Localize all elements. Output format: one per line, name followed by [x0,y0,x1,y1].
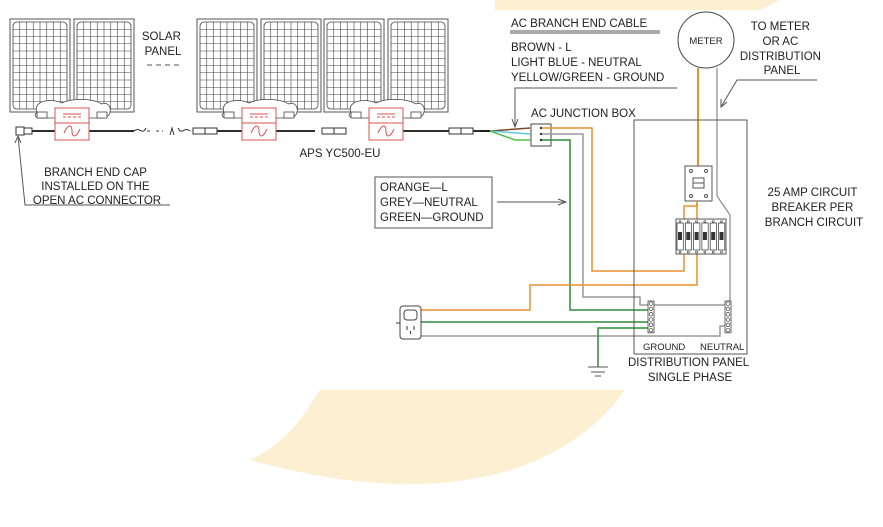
solar-panel-module [73,18,135,113]
circuit-breaker [684,220,692,254]
microinverter [221,98,298,141]
ac-junction-box-label: AC JUNCTION BOX [531,108,636,120]
circuit-breaker-bank [675,218,727,255]
solar-panel-module [387,18,449,113]
neutral-bus-bar [724,300,732,334]
solar-panel-module [196,18,258,113]
to-meter-callout: TO METER OR AC DISTRIBUTION PANEL [720,21,824,109]
cable-break [133,126,191,136]
svg-text:AC BRANCH END CABLE: AC BRANCH END CABLE [511,18,647,30]
outlet-neutral-wire [420,325,725,337]
branch-end-cable [480,127,531,141]
solar-panel-module [9,18,71,113]
earth-ground-icon [588,366,608,377]
svg-text:BRANCH END CAP INSTALLED: BRANCH END CAP INSTALLED ON THE OPEN AC … [33,167,161,207]
inverter-model-label: APS YC500-EU [300,148,381,160]
microinverters [34,98,425,141]
circuit-breaker [693,220,701,254]
branch-end-cap [15,126,25,136]
outlet-live-wire [420,237,698,311]
meter-label: METER [689,36,722,47]
circuit-breaker [709,220,717,254]
svg-text:ORANGE—L GREY—NEUTRAL: ORANGE—L GREY—NEUTRAL GREEN—GROUND [380,182,484,224]
neutral-bus-label: NEUTRAL [700,342,744,353]
ac-connectors [192,127,474,135]
end-cap-callout: BRANCH END CAP INSTALLED ON THE OPEN AC … [14,134,170,207]
solar-panel-module [260,18,322,113]
distribution-panel-label: DISTRIBUTION PANEL SINGLE PHASE [628,357,752,384]
live-wire-main [542,127,685,272]
breaker-label: 25 AMP CIRCUIT BREAKER PER BRANCH CIRCUI… [765,187,863,229]
svg-text:TO METER OR AC DIS: TO METER OR AC DISTRIBUTION PANEL [740,21,824,77]
svg-text:BROWN - L LIGHT BLUE - N: BROWN - L LIGHT BLUE - NEUTRAL YELLOW/GR… [511,42,664,84]
end-connector [23,127,33,135]
ground-bus-label: GROUND [643,342,685,353]
ac-branch-end-cable-callout: AC BRANCH END CABLE BROWN - L LIGHT BLUE… [510,18,677,129]
circuit-breaker [718,220,726,254]
wire-color-legend: ORANGE—L GREY—NEUTRAL GREEN—GROUND [374,176,568,229]
circuit-breaker [701,220,709,254]
microinverter [348,98,425,141]
meter-neutral-wire [716,68,731,300]
solar-panel-label: SOLAR PANEL [142,31,184,58]
power-outlet [396,305,422,340]
circuit-breaker [676,220,684,254]
meter [677,11,735,69]
solar-panels [9,18,449,113]
watermark-arc [250,390,625,485]
earth-ground-wire [597,327,648,367]
distribution-panel-enclosure [633,119,748,355]
ground-wire-main [542,139,648,311]
ground-bus-bar [647,300,655,334]
microinverter [34,98,111,141]
watermark-top [495,0,780,10]
solar-panel-module [323,18,385,113]
